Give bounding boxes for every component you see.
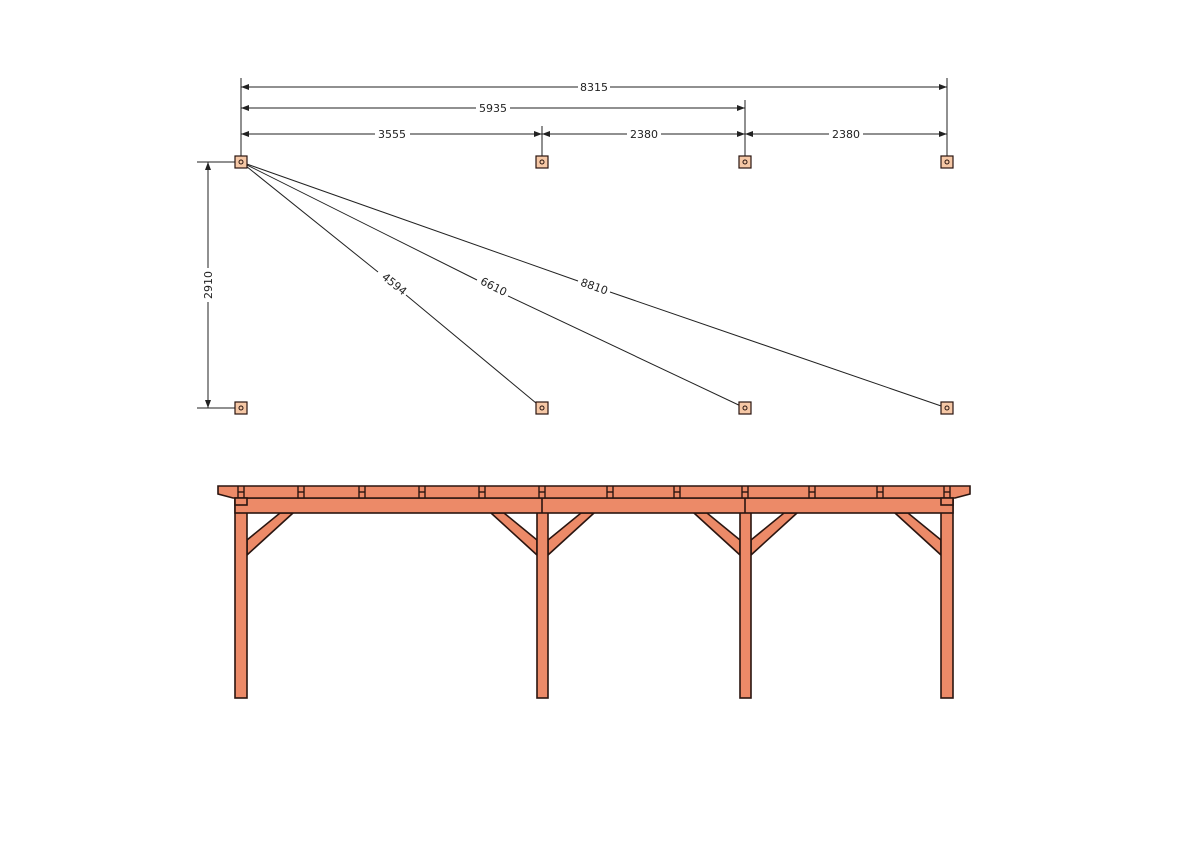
post-footprint	[234, 401, 248, 415]
post-footprint	[535, 401, 549, 415]
diagonal-lines	[240, 161, 948, 409]
post-footprint	[738, 155, 752, 169]
rafter-ends	[237, 486, 951, 498]
dim-label-overall: 8315	[580, 81, 608, 94]
plan-view: 8315 5935 3555 2380 2380 2910 4594 6610 …	[197, 78, 954, 415]
posts	[234, 499, 954, 699]
dim-label-post3-post4: 2380	[832, 128, 860, 141]
post-footprint	[940, 401, 954, 415]
dim-label-post2-post3: 2380	[630, 128, 658, 141]
post-footprint	[234, 155, 248, 169]
post-footprint	[738, 401, 752, 415]
post-footprints	[234, 155, 954, 415]
main-beam	[234, 497, 954, 514]
dim-label-depth: 2910	[202, 271, 215, 299]
diag-label-8810: 8810	[579, 276, 610, 298]
post-footprint	[940, 155, 954, 169]
dim-label-post1-post3: 5935	[479, 102, 507, 115]
dimension-lines	[205, 84, 947, 408]
top-beam	[217, 485, 971, 499]
dim-label-post1-post2: 3555	[378, 128, 406, 141]
diag-label-6610: 6610	[478, 275, 509, 299]
post-footprint	[535, 155, 549, 169]
diag-label-4594: 4594	[379, 270, 409, 298]
elevation-view	[217, 485, 971, 699]
braces	[246, 512, 942, 557]
